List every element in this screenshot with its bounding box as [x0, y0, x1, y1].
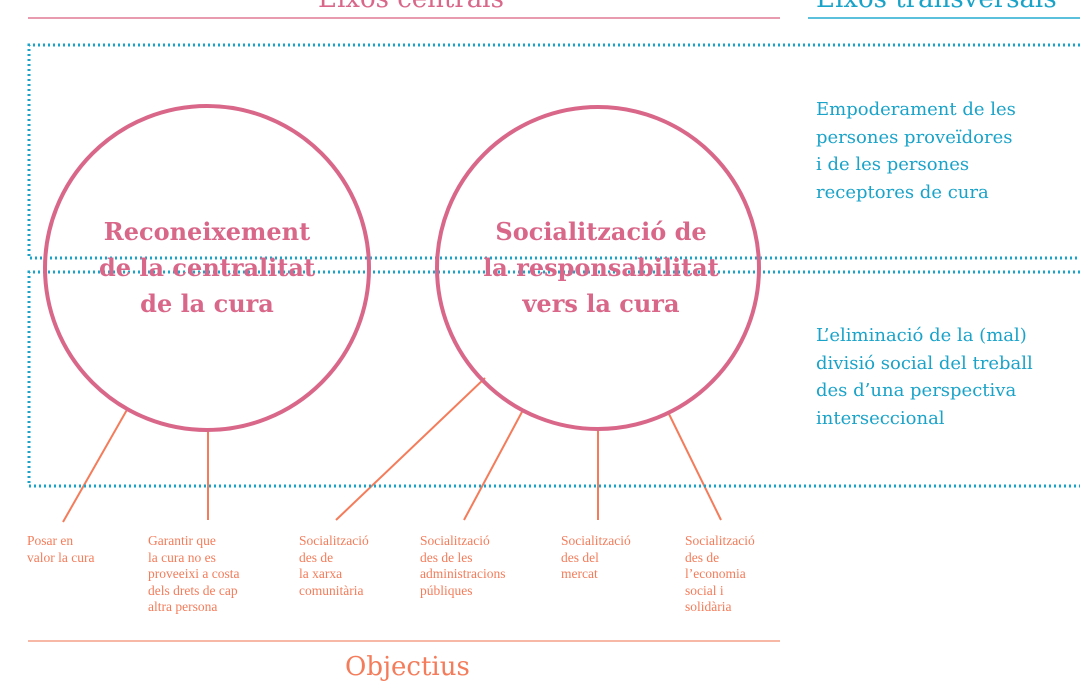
objective-3: Socialització des de la xarxa comunitàri… [299, 533, 369, 598]
transversal-band-2 [27, 270, 1080, 488]
connector-line [667, 411, 722, 521]
circle-title-recognition: Reconeixement de la centralitat de la cu… [99, 217, 315, 318]
objective-2: Garantir que la cura no es proveeixi a c… [148, 533, 240, 614]
connector-line [463, 409, 524, 521]
central-axis-circle-1 [43, 104, 371, 432]
objective-1: Posar en valor la cura [27, 533, 95, 565]
connector-line [62, 407, 129, 523]
header-central-axes: Eixos centrals [318, 0, 504, 12]
transversal-band-1 [27, 43, 1080, 260]
header-transversal-axes: Eixos transversals [816, 0, 1057, 12]
central-axis-circle-2 [435, 105, 761, 431]
transversal-axis-division: L’eliminació de la (mal) divisió social … [816, 325, 1033, 429]
circle-title-socialization: Socialització de la responsabilitat vers… [483, 217, 719, 318]
transversal-axis-empowerment: Empoderament de les persones proveïdores… [816, 99, 1016, 203]
header-objectives: Objectius [345, 652, 470, 682]
objective-4: Socialització des de les administracions… [420, 533, 506, 598]
objective-6: Socialització des de l’economia social i… [685, 533, 755, 614]
connector-line [335, 377, 486, 521]
objective-5: Socialització des del mercat [561, 533, 631, 581]
